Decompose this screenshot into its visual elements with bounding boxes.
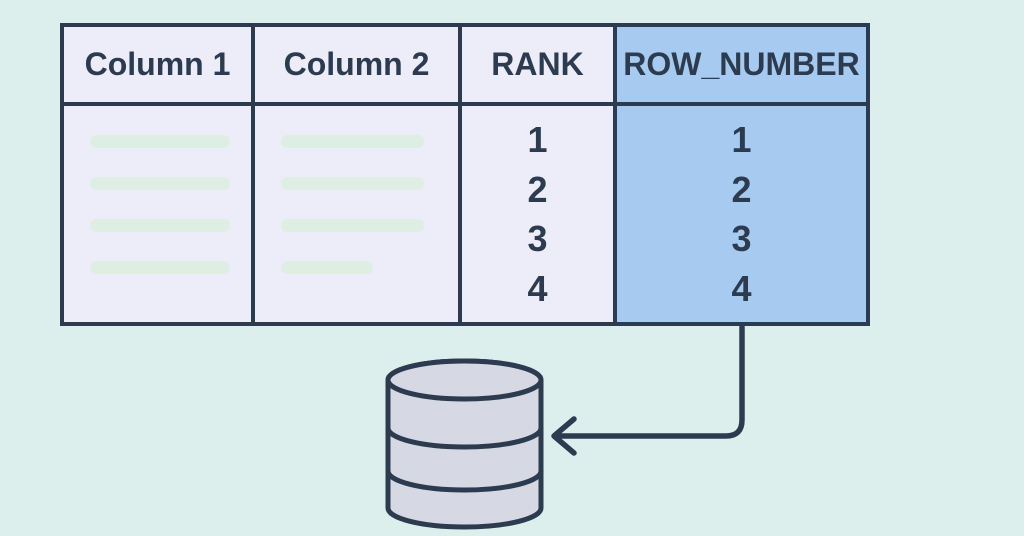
row-number-value: 4	[731, 268, 752, 310]
placeholder-text-pill	[90, 219, 230, 232]
column-header-row-number: ROW_NUMBER	[617, 27, 866, 106]
database-top	[385, 358, 544, 402]
placeholder-text-pill	[281, 219, 424, 232]
placeholder-text-pill	[281, 177, 424, 190]
placeholder-text-pill	[90, 177, 230, 190]
rank-value: 1	[527, 118, 548, 160]
rank-value: 4	[527, 268, 548, 310]
rank-value: 2	[527, 168, 548, 210]
database-divider	[385, 470, 544, 493]
arrow-line	[556, 324, 745, 439]
column-1-body-cell	[64, 106, 255, 322]
placeholder-text-pill	[90, 261, 230, 274]
row-number-value: 1	[731, 118, 752, 160]
placeholder-text-pill	[281, 135, 424, 148]
database-divider	[385, 427, 544, 450]
row-number-value: 2	[731, 168, 752, 210]
row-number-value: 3	[731, 218, 752, 260]
row-number-body-cell: 1 2 3 4	[617, 106, 866, 322]
result-table: Column 1 Column 2 RANK ROW_NUMBER 1 2 3 …	[60, 23, 870, 326]
column-header-column-1: Column 1	[64, 27, 255, 106]
left-arrow-connector-icon	[551, 324, 745, 456]
arrow-head-icon	[551, 416, 577, 456]
rank-value: 3	[527, 218, 548, 260]
placeholder-text-pill	[281, 261, 373, 274]
column-2-body-cell	[255, 106, 462, 322]
rank-body-cell: 1 2 3 4	[462, 106, 617, 322]
column-header-column-2: Column 2	[255, 27, 462, 106]
placeholder-text-pill	[90, 135, 230, 148]
column-header-rank: RANK	[462, 27, 617, 106]
database-cylinder-icon	[385, 358, 544, 530]
